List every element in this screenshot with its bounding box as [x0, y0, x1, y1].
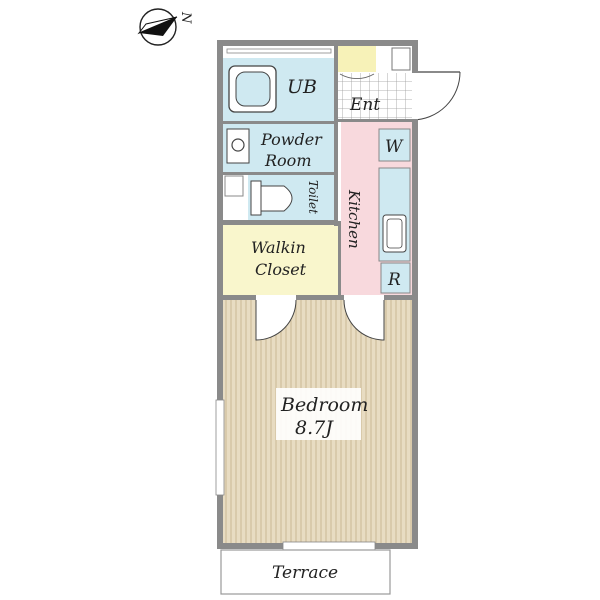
toilet-label: Toilet: [306, 180, 320, 214]
walkin-closet-label-line1: Walkin: [251, 238, 306, 257]
left-window: [215, 399, 225, 496]
refrigerator-label: R: [387, 270, 401, 290]
compass: N: [137, 8, 193, 46]
terrace-area: [220, 549, 391, 595]
entrance-inner-door: [339, 73, 375, 80]
bedroom-label-line2: 8.7J: [295, 417, 334, 439]
kitchen-door: [343, 295, 385, 341]
terrace-label: Terrace: [272, 563, 338, 583]
sink-icon: [382, 214, 407, 253]
ent-label: Ent: [349, 95, 380, 115]
bedroom-label-bg: [276, 388, 361, 440]
kitchen-label: Kitchen: [345, 189, 363, 249]
terrace-window: [282, 541, 376, 551]
entrance-tiles: [338, 73, 412, 119]
washbasin-icon: [226, 128, 250, 164]
bedroom-label-line1: Bedroom: [280, 394, 368, 416]
compass-label: N: [178, 11, 193, 24]
refrigerator-space: [380, 262, 411, 294]
top-window: [226, 48, 332, 54]
toilet-icon: [250, 180, 293, 216]
ub-label: UB: [287, 76, 317, 98]
powder-room-label-line2: Room: [264, 151, 311, 170]
closet-door: [255, 295, 297, 341]
north-arrow-icon: [139, 17, 177, 36]
walkin-closet-label-line2: Closet: [255, 260, 307, 279]
shoe-cabinet: [391, 47, 411, 71]
washer-label: W: [385, 137, 404, 157]
entrance-door: [411, 71, 461, 121]
entrance-floor: [338, 46, 376, 72]
toilet-side-box: [224, 175, 244, 197]
powder-room-label-line1: Powder: [260, 130, 323, 149]
washer-space: [378, 128, 411, 162]
walkin-closet-area: [223, 225, 338, 295]
